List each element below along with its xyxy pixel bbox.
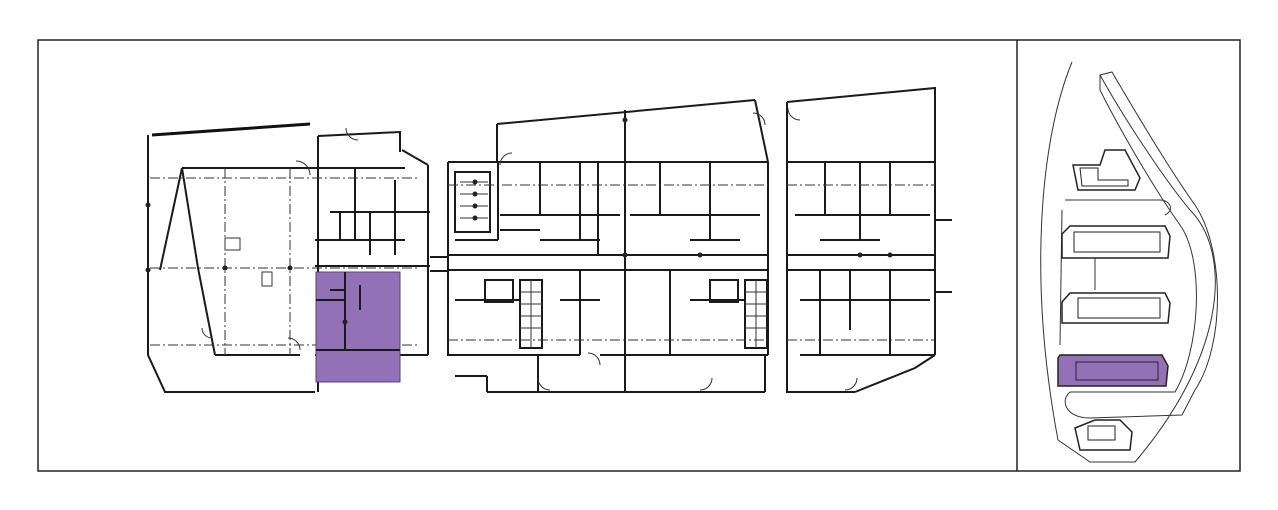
plan-corridor-lines (430, 256, 538, 393)
key-plan (1040, 61, 1218, 463)
plan-building-a (145, 122, 430, 393)
key-plan-building-2 (1061, 225, 1171, 259)
key-plan-building-1 (1072, 149, 1141, 191)
access-road (1064, 71, 1218, 419)
plan-building-b (447, 99, 769, 393)
highlighted-unit[interactable] (315, 271, 401, 383)
key-plan-building-3 (1061, 292, 1171, 324)
key-plan-highlighted-building[interactable] (1057, 354, 1169, 387)
site-boundary (1040, 61, 1216, 463)
plan-building-c (786, 86, 952, 393)
internal-road-2 (1059, 209, 1063, 346)
internal-road (1065, 199, 1171, 216)
key-plan-building-4[interactable] (1057, 354, 1169, 387)
sheet-border (37, 39, 1241, 472)
highlighted-unit-walls (316, 272, 400, 351)
floor-plan (145, 86, 952, 393)
key-plan-building-5 (1074, 419, 1133, 451)
